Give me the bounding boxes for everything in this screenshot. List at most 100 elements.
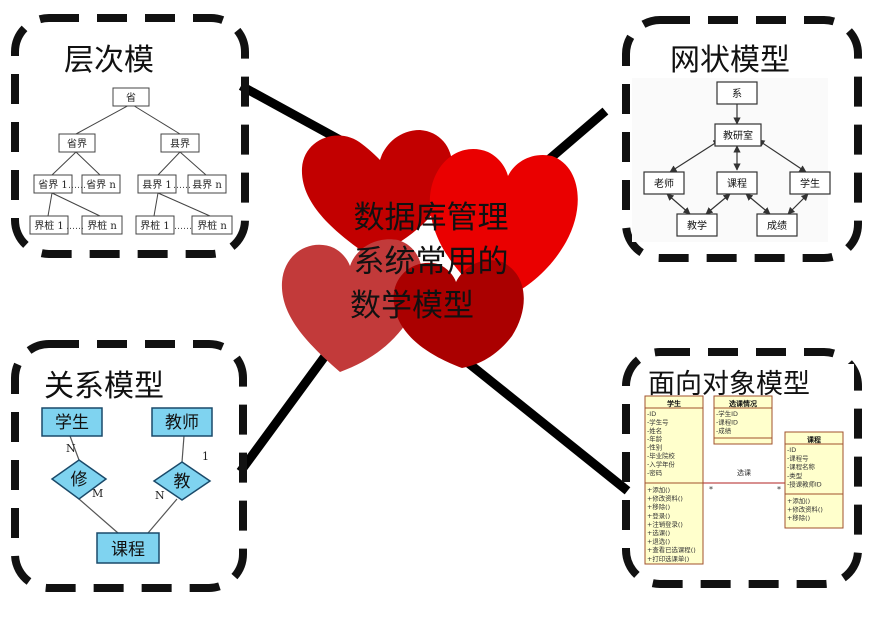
- hier-node-province-n: [81, 174, 121, 194]
- uml-course-method-1: +添加(): [787, 496, 810, 505]
- uml-course-attr-4: -类型: [787, 471, 803, 480]
- heart-blob-top-left: [301, 130, 453, 258]
- hier-label-marker-1b: 界桩 1: [140, 219, 170, 232]
- object-title-mask: [644, 364, 854, 400]
- er-entity-student: [41, 407, 103, 437]
- uml-multiplicity-right: *: [777, 485, 781, 494]
- center-title-line-3: 数学模型: [350, 288, 474, 324]
- er-label-course: 课程: [111, 540, 145, 560]
- hier-node-county-1: [137, 174, 177, 194]
- uml-course-method-3: +移除(): [787, 513, 810, 522]
- uml-student-method-3: +移除(): [647, 502, 670, 511]
- hier-node-county: [160, 133, 200, 153]
- uml-student-method-1: +添加(): [647, 485, 670, 494]
- net-node-office: [714, 123, 762, 147]
- uml-selection-attr-2: -课程ID: [716, 417, 738, 426]
- uml-multiplicity-left: *: [709, 485, 713, 494]
- frame-network: [622, 16, 862, 262]
- hier-label-marker-1a: 界桩 1: [34, 219, 64, 232]
- uml-student-method-4: +登录(): [647, 511, 670, 520]
- uml-selection-attr-1: -学生ID: [716, 409, 738, 418]
- er-entity-course: [96, 532, 160, 564]
- net-label-office: 教研室: [723, 129, 753, 142]
- net-node-teaching: [676, 213, 718, 237]
- er-relation-teach: [152, 461, 212, 501]
- hier-label-marker-nb: 界桩 n: [197, 219, 227, 232]
- connector-bottom-left: [236, 345, 335, 475]
- net-label-student: 学生: [800, 177, 820, 190]
- center-title-line-2: 系统常用的: [354, 244, 509, 280]
- uml-course-method-2: +修改资料(): [787, 505, 823, 514]
- er-relation-enroll: [50, 459, 108, 500]
- er-card-rel-course-right: N: [155, 489, 165, 502]
- uml-student-attr-7: -入学年份: [647, 459, 675, 468]
- uml-student-attr-2: -学生号: [647, 417, 668, 426]
- hierarchical-model: 层次模 省 省界: [29, 36, 233, 235]
- net-node-teacher: [643, 171, 685, 195]
- er-label-enroll: 修: [71, 470, 88, 490]
- uml-course-attr-2: -课程号: [787, 454, 808, 463]
- frame-relational: [11, 340, 247, 592]
- hier-node-marker-1a: [29, 215, 69, 235]
- uml-student-method-8: +查看已选课程(): [647, 545, 696, 554]
- frame-hierarchical: [11, 14, 249, 258]
- er-card-rel-course-left: M: [92, 487, 103, 500]
- hier-label-county-n: 县界 n: [192, 179, 222, 191]
- er-entity-teacher: [151, 407, 213, 437]
- uml-class-student: 学生 -ID-学生号-姓名-年龄-性别-毕业院校-入学年份-密码 +添加()+修…: [644, 395, 704, 565]
- hier-label-county: 县界: [170, 138, 190, 150]
- heart-blob-left: [281, 239, 423, 372]
- relational-title-mask: [36, 362, 192, 404]
- uml-student-method-9: +打印选课单(): [647, 554, 689, 563]
- hier-label-root: 省: [126, 91, 136, 104]
- hierarchical-title: 层次模: [64, 43, 154, 78]
- uml-course-attr-5: -授课教师ID: [787, 479, 822, 488]
- heart-blob-top-right: [429, 149, 578, 304]
- network-model: 网状模型 系 教研室 老师: [632, 36, 831, 242]
- net-label-dept: 系: [732, 88, 742, 100]
- center-heart-cluster: 数据库管理 系统常用的 数学模型: [281, 130, 578, 372]
- net-node-dept: [716, 81, 758, 105]
- hier-ellipsis-4: ……: [174, 222, 192, 232]
- uml-course-attr-3: -课程名称: [787, 462, 815, 471]
- center-title: 数据库管理 系统常用的 数学模型: [350, 200, 509, 324]
- er-card-student-rel: N: [66, 442, 76, 455]
- hier-label-county-1: 县界 1: [142, 179, 172, 191]
- uml-student-attr-5: -性别: [647, 443, 662, 452]
- uml-student-attr-6: -毕业院校: [647, 451, 675, 460]
- hier-node-root: [112, 87, 150, 107]
- hier-node-province: [58, 133, 96, 153]
- hier-label-marker-na: 界桩 n: [87, 219, 117, 232]
- er-label-teach: 教: [174, 472, 191, 492]
- uml-association-label: 选课: [737, 468, 751, 477]
- hier-node-marker-1b: [135, 215, 175, 235]
- net-label-teaching: 教学: [687, 219, 707, 232]
- uml-student-attr-4: -年龄: [647, 434, 663, 443]
- net-label-course: 课程: [727, 178, 747, 190]
- hier-label-province-n: 省界 n: [86, 178, 116, 191]
- hier-ellipsis-1: ……: [68, 181, 86, 191]
- hier-label-province-1: 省界 1: [38, 178, 68, 191]
- network-title-mask: [660, 36, 816, 80]
- frame-object: [622, 348, 862, 588]
- er-label-student: 学生: [55, 413, 89, 433]
- uml-selection-attr-3: -成绩: [716, 426, 732, 435]
- connector-bottom-right: [465, 359, 631, 495]
- hier-label-province: 省界: [67, 137, 87, 150]
- relational-title: 关系模型: [44, 369, 164, 404]
- hier-node-county-n: [187, 174, 227, 194]
- net-label-teacher: 老师: [654, 177, 674, 190]
- hier-ellipsis-3: ……: [66, 222, 84, 232]
- uml-student-name: 学生: [667, 399, 681, 408]
- hierarchical-title-mask: [52, 36, 176, 80]
- object-title: 面向对象模型: [648, 369, 810, 400]
- hier-node-marker-nb: [191, 215, 233, 235]
- uml-student-method-6: +选课(): [647, 528, 670, 537]
- uml-class-course: 课程 -ID-课程号-课程名称-类型-授课教师ID +添加()+修改资料()+移…: [784, 431, 844, 529]
- uml-student-attr-8: -密码: [647, 468, 662, 477]
- dashed-frames: [11, 14, 862, 592]
- uml-course-attr-1: -ID: [787, 446, 796, 454]
- heart-blob-bottom: [393, 260, 524, 368]
- net-node-student: [789, 171, 831, 195]
